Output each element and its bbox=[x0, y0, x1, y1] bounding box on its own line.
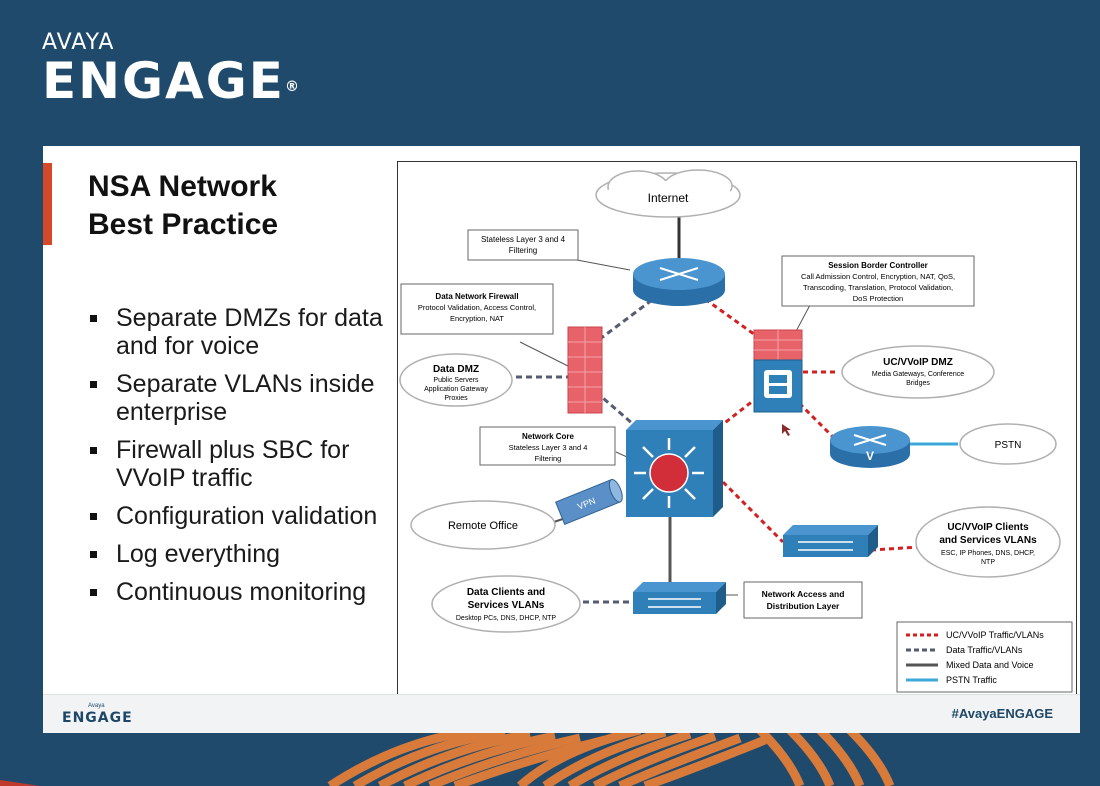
internet-cloud: Internet bbox=[595, 169, 741, 218]
network-core-callout: Network Core Stateless Layer 3 and 4 Fil… bbox=[479, 426, 616, 466]
legend: UC/VVoIP Traffic/VLANs Data Traffic/VLAN… bbox=[896, 621, 1073, 693]
mouse-cursor-icon bbox=[782, 424, 791, 436]
bullet-item: Separate VLANs inside enterprise bbox=[88, 370, 396, 426]
slide-title: NSA Network Best Practice bbox=[88, 168, 278, 244]
footer-logo: Avaya ENGAGE bbox=[62, 703, 133, 726]
brand-logo-big: ENGAGE® bbox=[42, 52, 301, 110]
bullet-item: Configuration validation bbox=[88, 502, 396, 530]
bullet-item: Continuous monitoring bbox=[88, 578, 396, 606]
svg-text:Data DMZ: Data DMZ bbox=[433, 364, 479, 375]
data-clients-cloud: Data Clients and Services VLANs Desktop … bbox=[431, 575, 581, 633]
svg-text:Session Border Controller: Session Border Controller bbox=[828, 261, 928, 270]
svg-text:DoS Protection: DoS Protection bbox=[853, 294, 903, 303]
svg-text:Distribution Layer: Distribution Layer bbox=[767, 601, 840, 611]
svg-text:Proxies: Proxies bbox=[444, 395, 468, 402]
pstn-router-icon: V bbox=[830, 426, 910, 468]
svg-text:Filtering: Filtering bbox=[535, 454, 562, 463]
router-icon bbox=[633, 258, 725, 306]
access-layer-callout: Network Access and Distribution Layer bbox=[743, 581, 863, 619]
svg-text:V: V bbox=[866, 449, 874, 463]
firewall-callout: Data Network Firewall Protocol Validatio… bbox=[400, 283, 554, 335]
svg-text:UC/VVoIP Clients: UC/VVoIP Clients bbox=[947, 522, 1029, 533]
svg-text:and Services VLANs: and Services VLANs bbox=[939, 535, 1037, 546]
svg-text:Protocol Validation, Access Co: Protocol Validation, Access Control, bbox=[418, 303, 536, 312]
svg-text:PSTN: PSTN bbox=[995, 440, 1022, 451]
network-diagram: Internet Stateless Layer 3 and 4 Filteri… bbox=[397, 161, 1077, 698]
svg-text:Media Gateways, Conference: Media Gateways, Conference bbox=[872, 371, 964, 378]
legend-label: UC/VVoIP Traffic/VLANs bbox=[946, 630, 1044, 640]
svg-text:Application Gateway: Application Gateway bbox=[424, 386, 488, 393]
svg-text:Data Clients and: Data Clients and bbox=[467, 587, 545, 598]
svg-text:UC/VVoIP DMZ: UC/VVoIP DMZ bbox=[883, 357, 953, 368]
svg-text:Stateless Layer 3 and 4: Stateless Layer 3 and 4 bbox=[509, 443, 588, 452]
bullet-item: Log everything bbox=[88, 540, 396, 568]
sbc-callout: Session Border Controller Call Admission… bbox=[781, 255, 975, 307]
svg-text:Desktop PCs, DNS, DHCP, NTP: Desktop PCs, DNS, DHCP, NTP bbox=[456, 615, 557, 622]
bullet-item: Firewall plus SBC for VVoIP traffic bbox=[88, 436, 396, 492]
svg-text:Network Access and: Network Access and bbox=[762, 589, 845, 599]
data-dmz-cloud: Data DMZ Public Servers Application Gate… bbox=[399, 353, 513, 407]
svg-text:Data Network Firewall: Data Network Firewall bbox=[435, 292, 518, 301]
svg-text:Public Servers: Public Servers bbox=[433, 377, 479, 384]
access-switch-voice-icon bbox=[783, 525, 878, 557]
svg-text:ESC, IP Phones, DNS, DHCP,: ESC, IP Phones, DNS, DHCP, bbox=[941, 550, 1035, 557]
sbc-device-icon bbox=[753, 329, 803, 413]
svg-text:Services VLANs: Services VLANs bbox=[468, 600, 545, 611]
accent-bar bbox=[43, 163, 52, 245]
uc-dmz-cloud: UC/VVoIP DMZ Media Gateways, Conference … bbox=[841, 345, 995, 399]
uc-clients-cloud: UC/VVoIP Clients and Services VLANs ESC,… bbox=[915, 506, 1061, 578]
core-switch-icon bbox=[626, 420, 723, 517]
brand-logo: AVAYA ENGAGE® bbox=[42, 30, 301, 107]
firewall-icon bbox=[567, 326, 603, 414]
internet-label: Internet bbox=[648, 191, 689, 205]
bullet-item: Separate DMZs for data and for voice bbox=[88, 304, 396, 360]
legend-label: PSTN Traffic bbox=[946, 675, 997, 685]
svg-text:Filtering: Filtering bbox=[509, 246, 537, 255]
svg-text:Encryption, NAT: Encryption, NAT bbox=[450, 314, 504, 323]
svg-text:Remote Office: Remote Office bbox=[448, 520, 518, 532]
vpn-tunnel-icon: VPN bbox=[555, 478, 623, 526]
slide-title-line1: NSA Network bbox=[88, 170, 277, 203]
brand-logo-small: AVAYA bbox=[42, 30, 115, 55]
svg-text:Call Admission Control, Encryp: Call Admission Control, Encryption, NAT,… bbox=[801, 272, 955, 281]
stateless-filter-callout: Stateless Layer 3 and 4 Filtering bbox=[467, 229, 579, 261]
decorative-stripes bbox=[0, 730, 895, 786]
legend-label: Data Traffic/VLANs bbox=[946, 645, 1023, 655]
legend-label: Mixed Data and Voice bbox=[946, 660, 1034, 670]
access-switch-data-icon bbox=[633, 582, 726, 614]
svg-text:Bridges: Bridges bbox=[906, 380, 930, 387]
network-diagram-svg: Internet Stateless Layer 3 and 4 Filteri… bbox=[399, 169, 1073, 693]
slide-title-line2: Best Practice bbox=[88, 208, 279, 241]
slide-footer: Avaya ENGAGE #AvayaENGAGE bbox=[43, 694, 1080, 733]
svg-text:Network Core: Network Core bbox=[522, 432, 575, 441]
bullet-list: Separate DMZs for data and for voice Sep… bbox=[88, 304, 396, 616]
pstn-cloud: PSTN bbox=[959, 423, 1057, 465]
registered-mark: ® bbox=[284, 79, 301, 95]
svg-text:NTP: NTP bbox=[981, 559, 995, 566]
slide: NSA Network Best Practice Separate DMZs … bbox=[43, 146, 1080, 733]
svg-text:Transcoding, Translation, Prot: Transcoding, Translation, Protocol Valid… bbox=[803, 283, 953, 292]
svg-text:Stateless Layer 3 and 4: Stateless Layer 3 and 4 bbox=[481, 235, 566, 244]
remote-office-cloud: Remote Office bbox=[410, 500, 556, 550]
hashtag: #AvayaENGAGE bbox=[951, 706, 1053, 721]
